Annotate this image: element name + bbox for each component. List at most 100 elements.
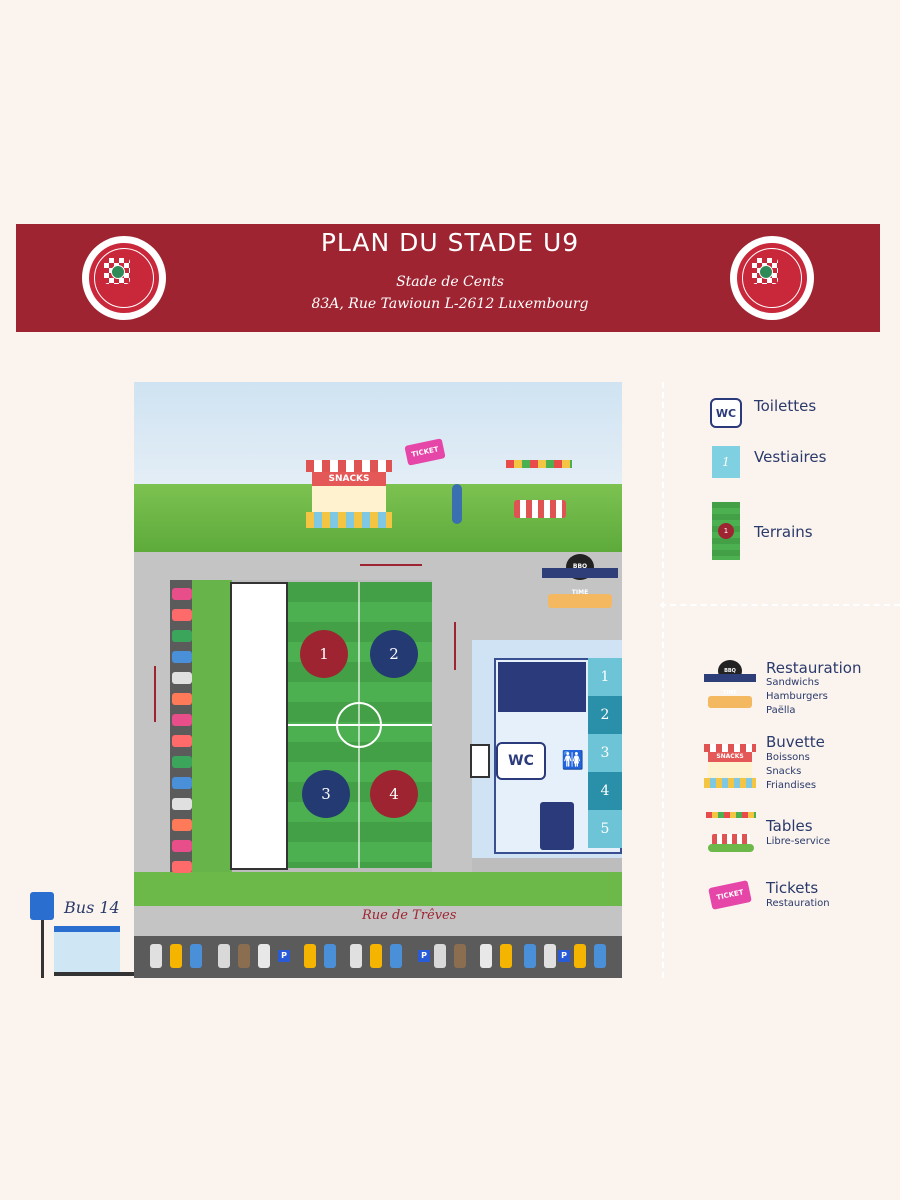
legend-terrain-marker: 1 [718, 523, 734, 539]
street-name: Rue de Trêves [362, 908, 457, 923]
locker-room-icon [498, 662, 586, 712]
legend-ticket-icon: TICKET [708, 880, 752, 910]
parked-car-icon [172, 756, 192, 768]
bus-stop-pole [41, 920, 44, 978]
parked-car-icon [170, 944, 182, 968]
parked-car-icon [350, 944, 362, 968]
lockers-icon [540, 802, 574, 850]
legend-wc-icon: WC [710, 398, 742, 428]
club-logo-right [730, 236, 814, 320]
legend-vestiaire-icon: 1 [712, 446, 740, 478]
parked-car-icon [172, 798, 192, 810]
arrow-down [454, 622, 456, 670]
bus-line-label: Bus 14 [64, 898, 120, 917]
stadium-map: SNACKS TICKET BBQ TIME 1 2 3 4 WC 🚻 1 2 [134, 382, 622, 978]
parked-car-icon [574, 944, 586, 968]
legend-restauration: Restauration [766, 659, 862, 677]
locker-2: 2 [588, 696, 622, 734]
legend-tickets: Tickets [766, 879, 819, 897]
parked-car-icon [434, 944, 446, 968]
parked-car-icon [324, 944, 336, 968]
locker-3: 3 [588, 734, 622, 772]
parking-sign: P [418, 950, 430, 962]
parking-sign: P [558, 950, 570, 962]
door-icon [470, 744, 490, 778]
locker-4: 4 [588, 772, 622, 810]
legend-tables-sub: Libre-service [766, 836, 831, 847]
club-logo-left [82, 236, 166, 320]
bus-shelter-base [54, 972, 134, 976]
parked-car-icon [172, 630, 192, 642]
toilet-people-icon: 🚻 [561, 750, 585, 771]
legend-divider [662, 382, 664, 978]
parked-car-icon [218, 944, 230, 968]
bbq-tent: BBQ TIME [542, 554, 618, 616]
legend-tables-icon [706, 812, 756, 852]
locker-5: 5 [588, 810, 622, 848]
parked-car-icon [594, 944, 606, 968]
field-1-marker: 1 [300, 630, 348, 678]
parked-car-icon [172, 819, 192, 831]
legend-buvette-item: Snacks [766, 766, 802, 777]
family-icon [452, 484, 462, 524]
legend-restauration-item: Paëlla [766, 705, 796, 716]
legend-buvette-item: Friandises [766, 780, 817, 791]
parked-car-icon [480, 944, 492, 968]
road-right [432, 580, 622, 640]
road-left [134, 552, 170, 906]
field-3-marker: 3 [302, 770, 350, 818]
legend-tickets-sub: Restauration [766, 898, 830, 909]
legend-restauration-item: Sandwichs [766, 677, 820, 688]
hedge [192, 580, 232, 898]
bunting-icon [506, 460, 572, 468]
picnic-table-icon [514, 500, 566, 518]
page-title: PLAN DU STADE U9 [320, 228, 580, 257]
parked-car-icon [172, 861, 192, 873]
parked-car-icon [150, 944, 162, 968]
parked-car-icon [172, 651, 192, 663]
parked-car-icon [172, 840, 192, 852]
arrow-right [360, 564, 422, 566]
parked-car-icon [304, 944, 316, 968]
bus-shelter-icon [54, 926, 120, 974]
legend-buvette-item: Boissons [766, 752, 810, 763]
legend-terrain-icon: 1 [712, 502, 740, 560]
field-2-marker: 2 [370, 630, 418, 678]
field-4-marker: 4 [370, 770, 418, 818]
legend-restauration-icon: BBQ TIME [704, 660, 756, 712]
parked-car-icon [454, 944, 466, 968]
stadium-name: Stade de Cents [396, 274, 504, 290]
lawn-bottom [134, 872, 622, 906]
legend-tables: Tables [766, 817, 813, 835]
road-bottom [134, 906, 622, 936]
parking-sign: P [278, 950, 290, 962]
legend-vestiaires: Vestiaires [754, 448, 827, 466]
arrow-up [154, 666, 156, 722]
parked-car-icon [172, 588, 192, 600]
stadium-address: 83A, Rue Tawioun L-2612 Luxembourg [311, 296, 589, 312]
parked-car-icon [172, 735, 192, 747]
parked-car-icon [390, 944, 402, 968]
parked-car-icon [500, 944, 512, 968]
parked-car-icon [544, 944, 556, 968]
parked-car-icon [524, 944, 536, 968]
locker-1: 1 [588, 658, 622, 696]
legend-terrains: Terrains [754, 523, 813, 541]
parked-car-icon [172, 609, 192, 621]
legend-snacks-sign: SNACKS [708, 752, 752, 762]
legend-buvette: Buvette [766, 733, 825, 751]
legend-restauration-item: Hamburgers [766, 691, 828, 702]
parked-car-icon [190, 944, 202, 968]
snacks-stand: SNACKS [306, 460, 392, 528]
snacks-sign: SNACKS [312, 472, 386, 486]
football-field [288, 582, 432, 868]
legend-toilettes: Toilettes [754, 397, 817, 415]
wc-sign: WC [496, 742, 546, 780]
spectator-stand [230, 582, 288, 870]
legend-buvette-icon: SNACKS [704, 744, 756, 788]
parked-car-icon [172, 777, 192, 789]
parked-car-icon [172, 693, 192, 705]
bus-stop-sign-icon [30, 892, 54, 920]
legend-divider-horizontal [660, 604, 900, 606]
parked-car-icon [172, 672, 192, 684]
